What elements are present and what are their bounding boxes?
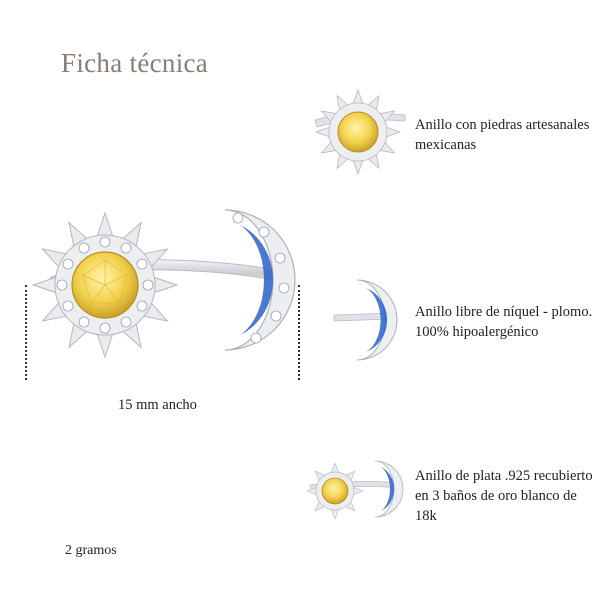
feature-stones: Anillo con piedras artesanales mexicanas (415, 117, 590, 153)
dimension-line-left (25, 285, 27, 380)
feature-hypoallergenic: Anillo libre de níquel - plomo. 100% hip… (415, 304, 593, 340)
sun-ring-icon (314, 88, 406, 176)
sun-moon-ring-image (31, 209, 296, 359)
page-title: Ficha técnica (61, 48, 209, 78)
weight-label: 2 gramos (65, 543, 117, 558)
width-label: 15 mm ancho (118, 397, 197, 413)
moon-ring-icon (333, 279, 398, 361)
feature-silver-plating: Anillo de plata .925 recubierto en 3 bañ… (415, 468, 593, 524)
dimension-line-right (298, 285, 300, 380)
sun-moon-ring-icon (306, 460, 404, 520)
